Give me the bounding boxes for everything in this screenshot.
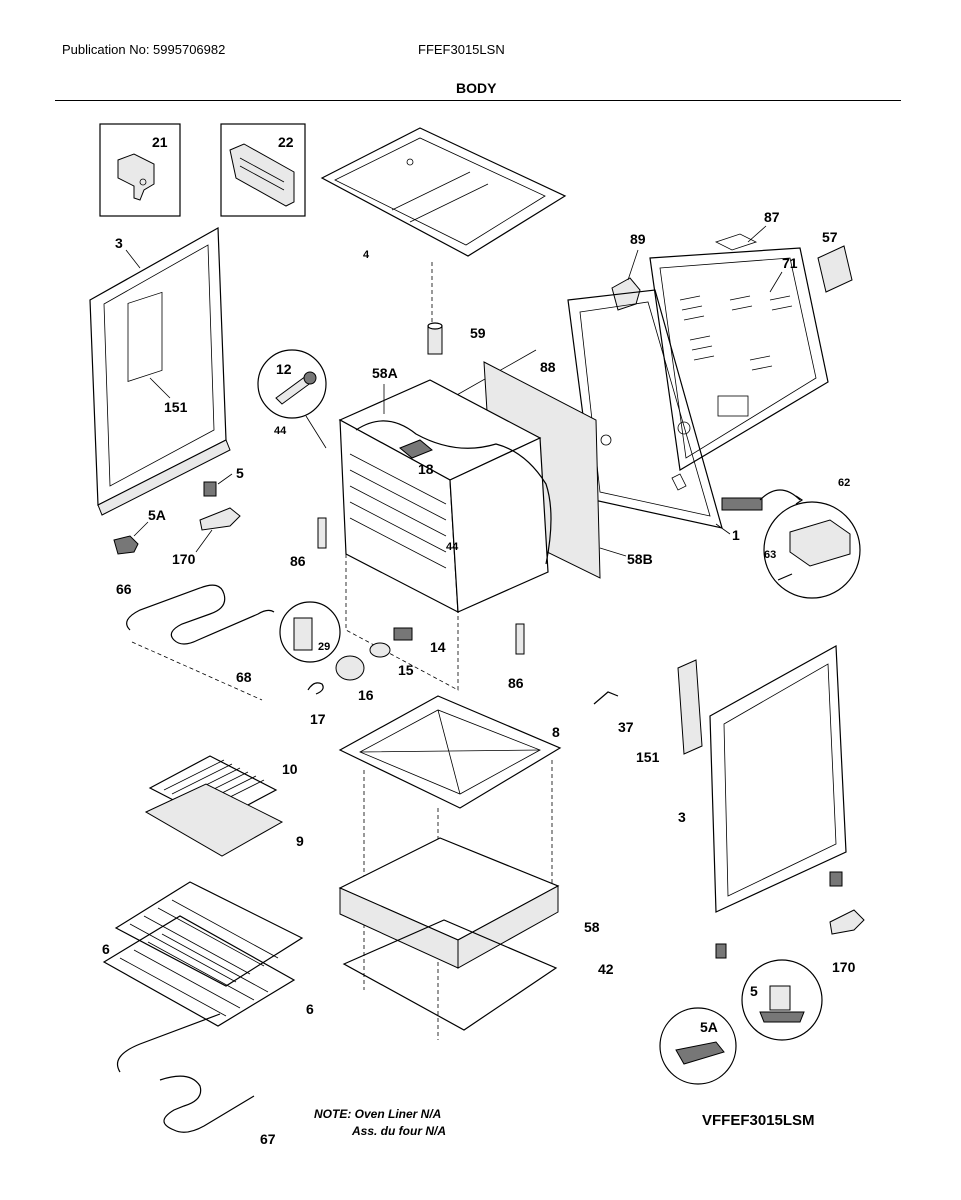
part-21-inset xyxy=(99,123,181,217)
callout-86-right: 86 xyxy=(508,675,524,691)
callout-44-top: 44 xyxy=(274,425,287,437)
part-5-left-leveler xyxy=(203,481,217,497)
callout-15: 15 xyxy=(398,662,414,678)
callout-58a: 58A xyxy=(372,365,398,381)
callout-66: 66 xyxy=(116,581,132,597)
callout-89: 89 xyxy=(630,231,646,247)
part-58a-oven-cavity xyxy=(338,379,552,691)
callout-86-left: 86 xyxy=(290,553,306,569)
part-18-bracket xyxy=(399,439,433,459)
part-29-light-socket-inset xyxy=(279,601,341,663)
callout-42: 42 xyxy=(598,961,614,977)
part-16-lens xyxy=(335,655,365,681)
callout-6-top: 6 xyxy=(102,941,110,957)
oven-liner-note: NOTE: Oven Liner N/A Ass. du four N/A xyxy=(314,1106,446,1140)
callout-3-right: 3 xyxy=(678,809,686,825)
callout-5a-right: 5A xyxy=(700,1019,718,1035)
note-line-english: NOTE: Oven Liner N/A xyxy=(314,1107,442,1121)
header-divider xyxy=(55,100,901,101)
part-170-left-bracket xyxy=(199,507,241,531)
callout-4: 4 xyxy=(363,249,370,261)
callout-22: 22 xyxy=(278,134,294,150)
callout-5a-left: 5A xyxy=(148,507,166,523)
callout-88: 88 xyxy=(540,359,556,375)
part-59-vent-tube xyxy=(427,322,443,355)
callout-8: 8 xyxy=(552,724,560,740)
callout-3-left: 3 xyxy=(115,235,123,251)
callout-170-left: 170 xyxy=(172,551,196,567)
callout-62: 62 xyxy=(838,477,850,489)
callout-68: 68 xyxy=(236,669,252,685)
part-67-broil-element xyxy=(116,1013,255,1133)
part-57-cover xyxy=(817,245,853,293)
part-58-bottom-insulation xyxy=(338,837,560,969)
part-12-sensor-inset xyxy=(257,349,327,419)
callout-10: 10 xyxy=(282,761,298,777)
part-14-lamp-socket xyxy=(393,627,413,641)
callout-5-left: 5 xyxy=(236,465,244,481)
callout-18: 18 xyxy=(418,461,434,477)
part-3-left-side-panel xyxy=(89,226,231,516)
part-86-right-hinge-receiver xyxy=(515,623,525,655)
part-86-left-hinge-receiver xyxy=(317,517,327,549)
callout-67: 67 xyxy=(260,1131,276,1147)
publication-number: Publication No: 5995706982 xyxy=(62,42,226,57)
part-66-bake-element xyxy=(126,584,275,645)
callout-6-bottom: 6 xyxy=(306,1001,314,1017)
callout-59: 59 xyxy=(470,325,486,341)
callout-9: 9 xyxy=(296,833,304,849)
callout-57: 57 xyxy=(822,229,838,245)
part-62-terminal-block-inset xyxy=(721,489,861,599)
part-22-inset xyxy=(220,123,306,217)
part-37-wire-harness xyxy=(593,691,619,705)
part-170-right-bracket xyxy=(829,871,865,935)
part-5a-right-leg-inset xyxy=(659,943,737,1085)
callout-37: 37 xyxy=(618,719,634,735)
note-line-french: Ass. du four N/A xyxy=(352,1124,447,1138)
part-151-right-brace xyxy=(677,659,703,755)
part-42-bottom-panel xyxy=(342,919,558,1031)
callout-58: 58 xyxy=(584,919,600,935)
callout-14: 14 xyxy=(430,639,446,655)
part-3-right-side-panel xyxy=(709,645,847,913)
callout-17: 17 xyxy=(310,711,326,727)
part-6-oven-racks xyxy=(102,881,304,1027)
callout-151-left: 151 xyxy=(164,399,188,415)
part-71-back-panel xyxy=(649,247,829,471)
part-4-top-panel xyxy=(320,127,567,257)
callout-5-right: 5 xyxy=(750,983,758,999)
callout-151-right: 151 xyxy=(636,749,660,765)
part-5a-left-leg xyxy=(113,535,139,555)
callout-16: 16 xyxy=(358,687,374,703)
callout-44-mid: 44 xyxy=(446,541,459,553)
callout-12: 12 xyxy=(276,361,292,377)
callout-71: 71 xyxy=(782,255,798,271)
callout-1: 1 xyxy=(732,527,740,543)
variant-model-label: VFFEF3015LSM xyxy=(702,1112,815,1129)
part-5-right-leveler-inset xyxy=(741,959,823,1041)
callout-87: 87 xyxy=(764,209,780,225)
part-15-bulb xyxy=(369,642,391,658)
part-8-oven-bottom xyxy=(338,695,562,809)
callout-29: 29 xyxy=(318,641,330,653)
part-87-clip xyxy=(714,233,758,251)
callout-21: 21 xyxy=(152,134,168,150)
model-number: FFEF3015LSN xyxy=(418,42,505,57)
callout-170-right: 170 xyxy=(832,959,856,975)
part-17-wire xyxy=(307,682,324,695)
callout-58b: 58B xyxy=(627,551,653,567)
part-9-broiler-pan xyxy=(144,783,284,857)
callout-63: 63 xyxy=(764,549,776,561)
section-title: BODY xyxy=(456,80,497,96)
